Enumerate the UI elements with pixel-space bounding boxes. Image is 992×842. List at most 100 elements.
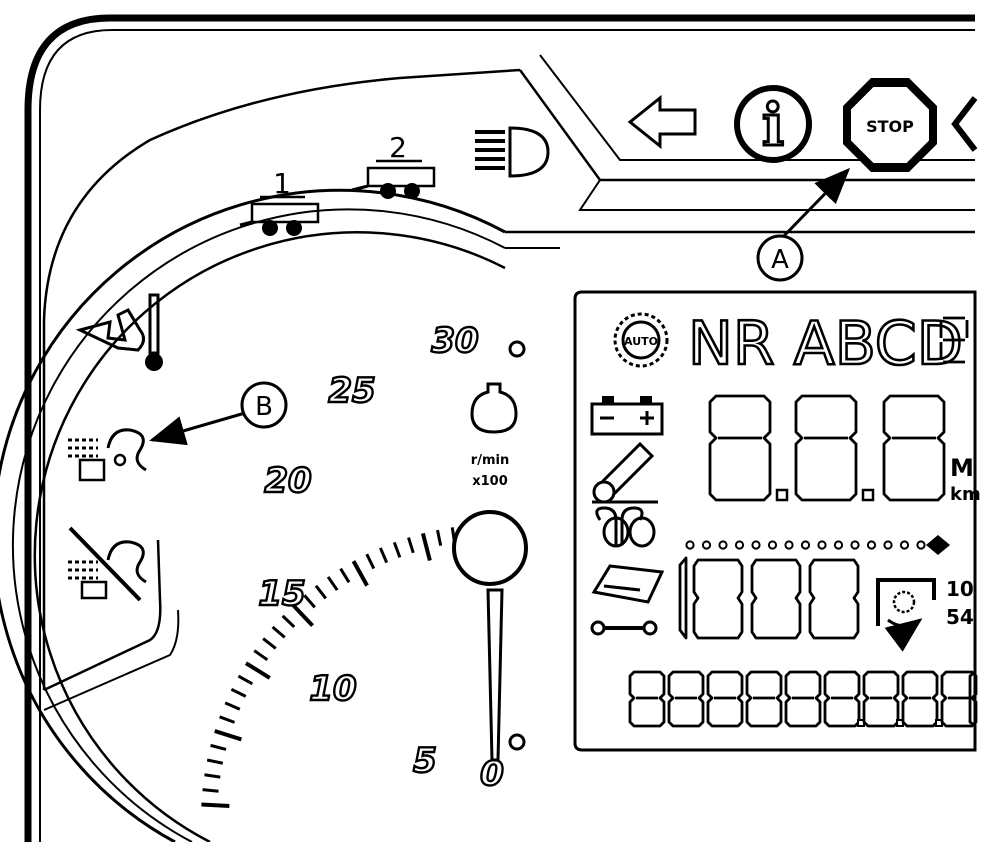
tachometer-tick <box>314 584 327 600</box>
stop-warning-label: STOP <box>866 117 914 136</box>
glow-plug-icon <box>595 506 656 548</box>
lcd-dot <box>718 540 728 550</box>
tachometer-scale-label: 25 <box>328 371 375 411</box>
odometer-digits <box>628 670 978 728</box>
lcd-dot <box>899 540 910 550</box>
tachometer-tick <box>224 701 241 711</box>
callout-a: A <box>756 167 851 282</box>
lcd-dot <box>833 540 844 550</box>
turn-left-arrow-icon <box>627 94 697 150</box>
speed-unit-top: M <box>950 454 974 482</box>
tachometer-tick <box>202 788 219 793</box>
lcd-dot <box>701 540 712 550</box>
odometer-digit <box>940 670 978 728</box>
battery-icon <box>590 396 664 436</box>
auto-mode-icon: AUTO <box>613 312 669 368</box>
pto-speed-icon <box>876 578 936 652</box>
tachometer-tick <box>271 625 286 639</box>
tachometer-tick <box>436 529 443 547</box>
lcd-dot <box>916 540 926 550</box>
tachometer-tick <box>214 729 243 742</box>
speed-range-indicator-icon <box>926 535 950 555</box>
odometer-digit <box>784 670 822 728</box>
tachometer-tick <box>407 537 415 554</box>
cluster-housing <box>24 14 975 842</box>
tachometer-tick <box>206 758 224 765</box>
tachometer-scale-label: 10 <box>309 669 356 709</box>
turn-right-arrow-icon <box>951 96 978 152</box>
info-warning-icon: i <box>734 85 812 163</box>
warning-telltale-panel: i STOP <box>627 78 978 172</box>
tachometer-scale-label: 15 <box>258 574 305 614</box>
tachometer-tick <box>303 594 316 609</box>
lcd-dot <box>883 540 893 550</box>
trailer-1-label: 1 <box>273 167 291 200</box>
gear-range-segment-digit <box>939 316 969 364</box>
odometer-digit <box>745 670 783 728</box>
tachometer-tick <box>219 715 236 724</box>
odometer-digit <box>901 670 939 728</box>
odometer-digit <box>823 670 861 728</box>
lcd-dot <box>817 540 827 550</box>
engine-rpm-icon <box>470 382 518 434</box>
gear-range-text: NR ABCD <box>688 309 963 379</box>
lcd-dot <box>850 540 860 550</box>
tachometer-tick <box>201 802 230 808</box>
lcd-dot <box>767 540 778 550</box>
info-warning-label: i <box>762 91 784 159</box>
tachometer-tick <box>262 637 277 650</box>
tachometer-tick <box>291 603 314 627</box>
tachometer-tick <box>379 547 389 564</box>
transmission-oil-filter-icon <box>68 428 147 482</box>
transmission-filter-disabled-icon <box>68 526 147 602</box>
lcd-dot <box>751 540 761 550</box>
odometer-digit <box>628 670 666 728</box>
tachometer-needle <box>452 510 528 762</box>
tachometer-scale-label: 5 <box>413 741 437 781</box>
tachometer-tick <box>365 553 376 570</box>
tachometer-ticks <box>201 524 499 808</box>
trailer-2-label: 2 <box>389 131 407 164</box>
callout-a-label: A <box>771 245 789 275</box>
tachometer-tick <box>204 773 221 779</box>
rpm-unit-label: r/min <box>471 453 509 468</box>
tachometer-tick <box>326 576 339 591</box>
tachometer-tick <box>281 614 296 628</box>
odometer-digit <box>706 670 744 728</box>
speed-digits <box>708 394 946 502</box>
tachometer-tick <box>253 649 269 662</box>
tachometer-tick <box>244 661 271 680</box>
callout-b-label: B <box>255 392 273 422</box>
tachometer-tick <box>351 560 369 587</box>
odometer-digit <box>667 670 705 728</box>
tachometer-tick <box>392 541 402 558</box>
lcd-display: AUTO NR ABCD <box>573 290 981 752</box>
lcd-dot <box>866 540 877 550</box>
tachometer-tick <box>230 687 247 698</box>
lower-indicator-dot <box>508 733 526 751</box>
callout-b: B <box>149 381 288 446</box>
tachometer-scale-label: 20 <box>264 461 311 501</box>
lcd-dot-row <box>685 540 926 550</box>
tachometer-tick <box>237 674 254 686</box>
lcd-dot <box>784 540 794 550</box>
tachometer-tick <box>210 743 227 751</box>
trailer-2-icon: 2 <box>351 131 436 199</box>
stop-warning-icon: STOP <box>843 78 937 172</box>
maintenance-book-icon <box>591 564 665 604</box>
tachometer-tick <box>339 567 351 584</box>
rpm-multiplier-label: x100 <box>472 474 508 489</box>
speed-unit-bottom: km <box>950 484 981 505</box>
lcd-dot <box>685 540 695 550</box>
trailer-1-icon: 1 <box>239 167 320 236</box>
tachometer-scale-label: 30 <box>431 321 478 361</box>
auto-mode-label: AUTO <box>624 335 658 348</box>
hydraulic-oil-temperature-icon <box>75 293 163 371</box>
front-axle-icon <box>592 441 658 504</box>
tachometer-tick <box>420 532 432 562</box>
upper-indicator-dot <box>508 340 526 358</box>
pto-digits <box>678 556 860 640</box>
